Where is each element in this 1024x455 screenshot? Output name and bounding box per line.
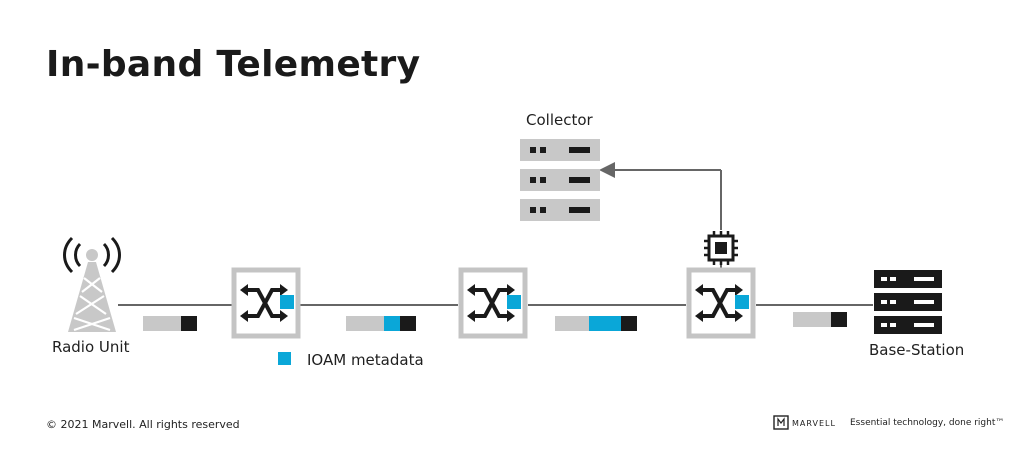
legend-swatch [278,352,291,365]
packet-3 [555,316,637,331]
radio-unit-label: Radio Unit [52,338,130,356]
copyright-text: © 2021 Marvell. All rights reserved [46,418,240,431]
page-title: In-band Telemetry [46,44,421,85]
packet-2 [346,316,416,331]
cpu-chip-icon [704,231,738,265]
tagline-text: Essential technology, done right™ [850,418,1005,428]
brand-name: MARVELL [792,419,836,428]
collector-server-icon [520,139,600,221]
legend-label: IOAM metadata [307,351,424,369]
switch-1 [231,267,301,339]
base-station-label: Base-Station [869,341,965,359]
switch-3 [686,267,756,339]
radio-tower-icon [63,236,121,332]
switch-2 [458,267,528,339]
base-station-server-icon [874,270,942,334]
packet-4 [793,312,847,327]
packet-1 [143,316,197,331]
marvell-logo-icon [773,415,789,430]
collector-label: Collector [526,111,593,129]
